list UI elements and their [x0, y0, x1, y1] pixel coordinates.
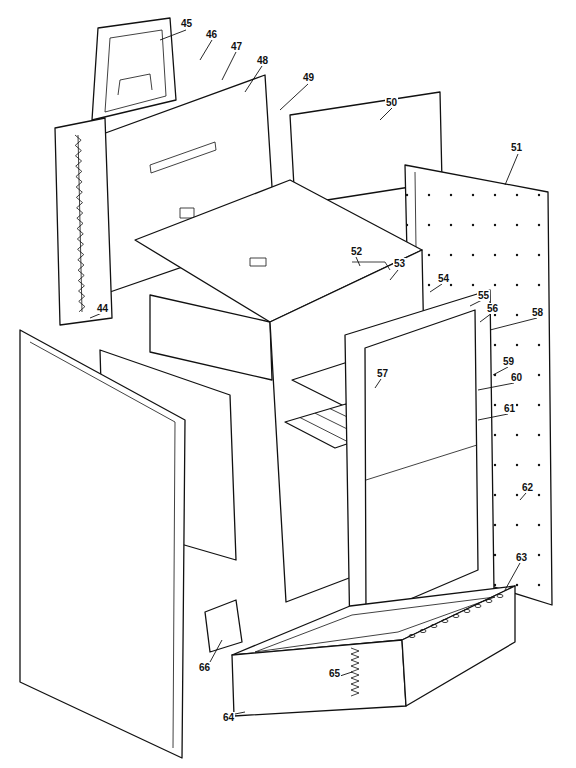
callout-number: 44	[96, 303, 109, 314]
handle	[118, 74, 152, 95]
front-frame	[345, 290, 494, 642]
callout-number: 57	[376, 368, 389, 379]
callout-number: 52	[350, 246, 363, 257]
callout-number: 50	[385, 97, 398, 108]
callout-number: 48	[256, 55, 269, 66]
callout-number: 55	[477, 290, 490, 301]
drawer-slot	[431, 624, 437, 627]
frame-divider	[366, 445, 477, 480]
left-side-panel	[20, 330, 185, 758]
callout-number: 53	[393, 258, 406, 269]
panel-edge	[30, 342, 175, 748]
callout-number: 46	[205, 29, 218, 40]
callout-number: 66	[198, 662, 211, 673]
vent-bracket	[250, 258, 266, 266]
callout-number: 54	[437, 273, 450, 284]
callout-number: 62	[521, 482, 534, 493]
drawer-slot	[464, 609, 470, 612]
liner-top	[150, 295, 272, 380]
drawer-slot	[475, 604, 481, 607]
drawer-floor	[255, 597, 495, 652]
frame-opening	[365, 310, 478, 618]
callout-number: 51	[510, 142, 523, 153]
door-panel-inner	[105, 30, 166, 112]
drawer-slot	[442, 619, 448, 622]
drawer-slots	[409, 594, 503, 637]
drawer-slot	[453, 614, 459, 617]
door-window	[150, 142, 216, 173]
callout-number: 58	[531, 307, 544, 318]
leader-lines	[90, 30, 537, 714]
spring-coil	[351, 648, 359, 696]
rack-bar	[300, 418, 350, 443]
hinge	[180, 208, 194, 218]
drawer-slot	[420, 629, 426, 632]
callout-number: 60	[510, 372, 523, 383]
callout-number: 59	[502, 356, 515, 367]
gasket-coil	[75, 135, 85, 312]
callout-number: 63	[515, 552, 528, 563]
callout-number: 45	[180, 18, 193, 29]
callout-number: 49	[302, 72, 315, 83]
liner-seal	[352, 262, 390, 270]
drawer-slot	[497, 594, 503, 597]
drawer-side	[402, 586, 515, 706]
drawer-slot	[486, 599, 492, 602]
spring	[351, 648, 359, 696]
bracket	[205, 600, 242, 652]
callout-number: 47	[230, 41, 243, 52]
callout-number: 61	[503, 403, 516, 414]
drawer-slot	[409, 634, 415, 637]
callout-number: 65	[328, 668, 341, 679]
callout-number: 56	[486, 303, 499, 314]
callout-number: 64	[222, 712, 235, 723]
door-frame	[55, 118, 112, 325]
door-panel	[92, 18, 176, 120]
